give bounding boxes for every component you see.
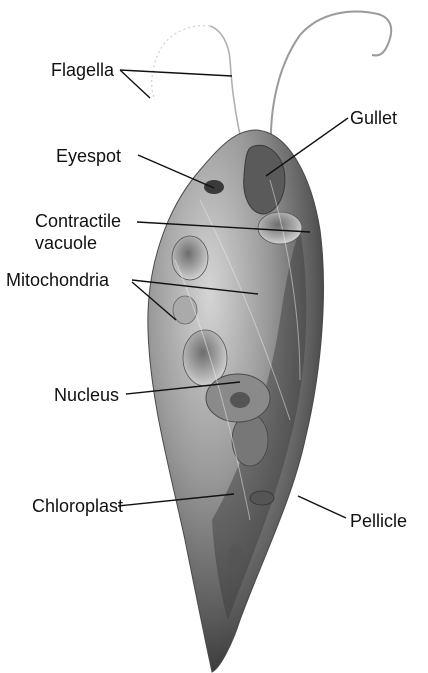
- label-chloroplast: Chloroplast: [32, 496, 123, 516]
- mitochondrion-2: [173, 296, 197, 324]
- label-contractile-line1: Contractile: [35, 211, 121, 231]
- flagellum-long: [271, 12, 391, 160]
- label-nucleus: Nucleus: [54, 385, 119, 405]
- leader-flagella-1: [120, 70, 232, 76]
- label-pellicle: Pellicle: [350, 511, 407, 531]
- label-flagella: Flagella: [51, 60, 114, 80]
- chloroplast-shape-3: [250, 491, 274, 505]
- label-mitochondria: Mitochondria: [6, 270, 109, 290]
- eyespot-shape: [204, 180, 224, 194]
- label-contractile-line2: vacuole: [35, 233, 97, 253]
- flagellum-faint: [152, 26, 210, 100]
- leader-pellicle: [298, 496, 346, 518]
- label-gullet: Gullet: [350, 108, 397, 128]
- chloroplast-shape-4: [228, 544, 244, 576]
- mitochondrion-1: [172, 236, 208, 280]
- leader-flagella-2: [120, 70, 150, 98]
- nucleolus-shape: [230, 392, 250, 408]
- label-eyespot: Eyespot: [56, 146, 121, 166]
